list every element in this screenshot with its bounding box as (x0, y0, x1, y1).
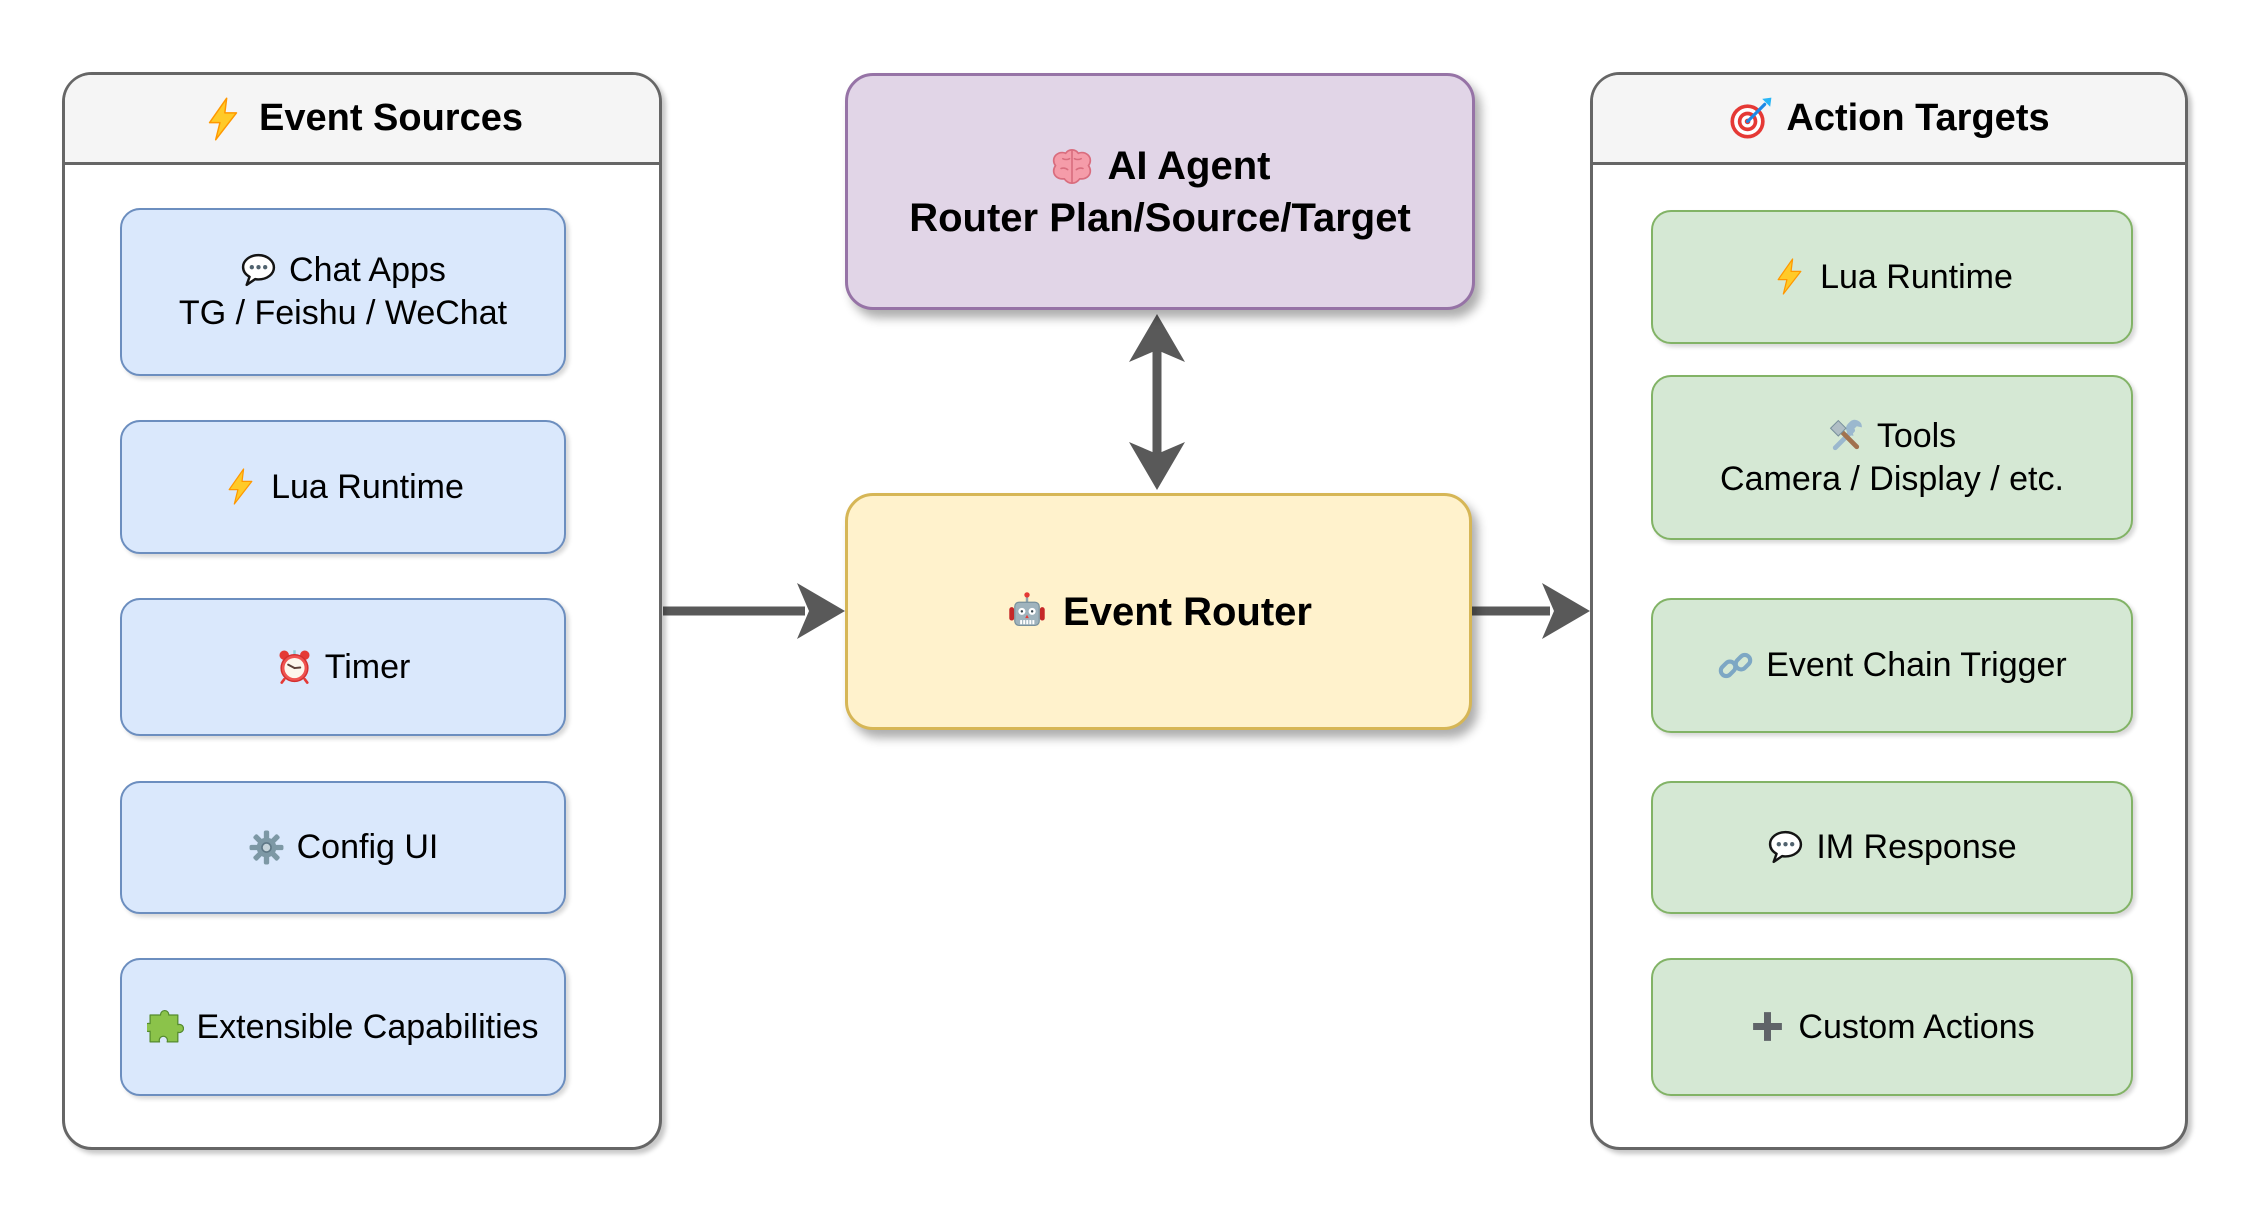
node-extensible-capabilities: Extensible Capabilities (120, 958, 566, 1096)
speech-balloon-icon (240, 252, 277, 289)
alarm-clock-icon (276, 648, 313, 685)
node-label: Timer (324, 647, 411, 686)
node-lua-runtime-target: Lua Runtime (1651, 210, 2133, 344)
node-sublabel: Camera / Display / etc. (1720, 459, 2064, 498)
node-event-chain-trigger: Event Chain Trigger (1651, 598, 2133, 733)
action-targets-panel: Action Targets Lua Runtime Tools Camera … (1590, 72, 2188, 1150)
event-sources-panel: Event Sources Chat Apps TG / Feishu / We… (62, 72, 662, 1150)
zap-icon (1771, 258, 1808, 295)
brain-icon (1050, 144, 1094, 188)
node-label: Lua Runtime (271, 467, 464, 506)
ai-agent-box: AI Agent Router Plan/Source/Target (845, 73, 1475, 310)
plus-icon (1749, 1008, 1786, 1045)
event-router-box: Event Router (845, 493, 1472, 730)
action-targets-header: Action Targets (1593, 75, 2185, 165)
node-lua-runtime-source: Lua Runtime (120, 420, 566, 554)
node-tools: Tools Camera / Display / etc. (1651, 375, 2133, 540)
node-custom-actions: Custom Actions (1651, 958, 2133, 1096)
link-icon (1717, 647, 1754, 684)
panel-title: Event Sources (259, 97, 523, 139)
zap-icon (222, 468, 259, 505)
arrow-sources-to-router (663, 583, 845, 639)
node-label: Config UI (296, 828, 439, 867)
node-chat-apps: Chat Apps TG / Feishu / WeChat (120, 208, 566, 376)
ai-agent-title: AI Agent (1107, 143, 1271, 188)
node-label: Tools (1876, 416, 1957, 455)
gear-icon (248, 829, 285, 866)
ai-agent-subtitle: Router Plan/Source/Target (909, 195, 1411, 240)
target-icon (1728, 97, 1772, 141)
node-label: Chat Apps (289, 251, 446, 290)
zap-icon (201, 97, 245, 141)
speech-balloon-icon (1767, 829, 1804, 866)
arrow-agent-router-bidirectional (1129, 314, 1185, 490)
event-sources-header: Event Sources (65, 75, 659, 165)
node-sublabel: TG / Feishu / WeChat (178, 294, 508, 332)
hammer-and-wrench-icon (1828, 418, 1865, 455)
node-label: Lua Runtime (1820, 257, 2013, 296)
arrow-router-to-targets (1472, 583, 1590, 639)
node-timer: Timer (120, 598, 566, 736)
node-label: Custom Actions (1798, 1007, 2035, 1046)
robot-icon (1005, 590, 1049, 634)
node-im-response: IM Response (1651, 781, 2133, 914)
node-label: Event Chain Trigger (1766, 646, 2067, 685)
panel-title: Action Targets (1786, 97, 2050, 139)
node-config-ui: Config UI (120, 781, 566, 914)
puzzle-piece-icon (147, 1008, 184, 1045)
node-label: Extensible Capabilities (196, 1007, 539, 1046)
event-router-title: Event Router (1063, 589, 1312, 634)
node-label: IM Response (1816, 828, 2017, 867)
